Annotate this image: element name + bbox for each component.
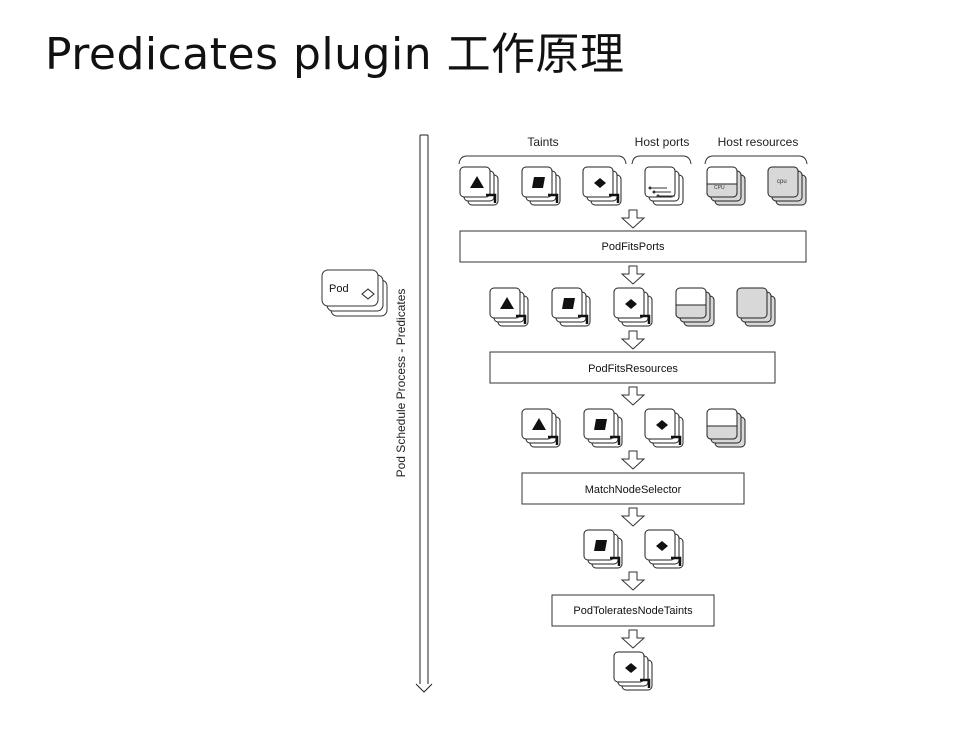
node-row-input: CPU cpu [459,166,807,206]
process-axis: Pod Schedule Process - Predicates [394,134,433,693]
node-diamond-icon [613,651,653,691]
node-ports-icon [644,166,684,206]
node-resource-cpu-icon: CPU [706,166,746,206]
node-resource-icon [706,408,746,448]
step-label: PodFitsResources [588,363,678,375]
page-title: Predicates plugin 工作原理 [45,29,625,80]
host-resources-brace [704,155,808,165]
step-label: PodFitsPorts [602,241,665,253]
node-diamond-icon [582,166,622,206]
node-row-after-pod-fits-resources [521,408,746,448]
node-resource-icon [675,287,715,327]
node-triangle-icon [459,166,499,206]
node-diamond-icon [613,287,653,327]
node-row-after-pod-fits-ports [489,287,776,327]
pod-card: Pod [321,269,388,317]
node-diamond-icon [644,529,684,569]
pod-diamond-icon [361,288,375,300]
step-box-pod-fits-resources: PodFitsResources [489,351,776,384]
down-arrow-icon [620,571,646,591]
down-arrow-icon [620,629,646,649]
node-triangle-icon [489,287,529,327]
step-label: MatchNodeSelector [585,484,682,496]
down-arrow-icon [620,450,646,470]
taints-brace [458,155,627,165]
resource-label: cpu [777,179,787,185]
taints-label: Taints [527,135,558,149]
down-arrow-icon [620,265,646,285]
node-square-icon [583,529,623,569]
node-diamond-icon [644,408,684,448]
flow-arrows [620,209,646,649]
host-ports-brace [631,155,692,165]
down-arrow-icon [620,209,646,229]
resource-label: CPU [714,185,725,191]
node-resource-icon [736,287,776,327]
host-ports-label: Host ports [635,135,690,149]
pod-label: Pod [329,283,349,295]
step-box-match-node-selector: MatchNodeSelector [521,472,745,505]
node-square-icon [583,408,623,448]
node-resource-cpu-icon: cpu [767,166,807,206]
node-square-icon [551,287,591,327]
step-box-pod-fits-ports: PodFitsPorts [459,230,807,263]
node-square-icon [521,166,561,206]
node-triangle-icon [521,408,561,448]
process-axis-label: Pod Schedule Process - Predicates [394,289,408,478]
step-box-pod-tolerates-node-taints: PodToleratesNodeTaints [551,594,715,627]
down-arrow-icon [620,330,646,350]
down-arrow-icon [620,386,646,406]
group-headers: Taints Host ports Host resources [458,135,808,165]
down-arrow-icon [620,507,646,527]
host-resources-label: Host resources [718,135,799,149]
node-row-after-match-node-selector [583,529,684,569]
step-label: PodToleratesNodeTaints [573,605,693,617]
node-row-after-pod-tolerates-node-taints [613,651,653,691]
